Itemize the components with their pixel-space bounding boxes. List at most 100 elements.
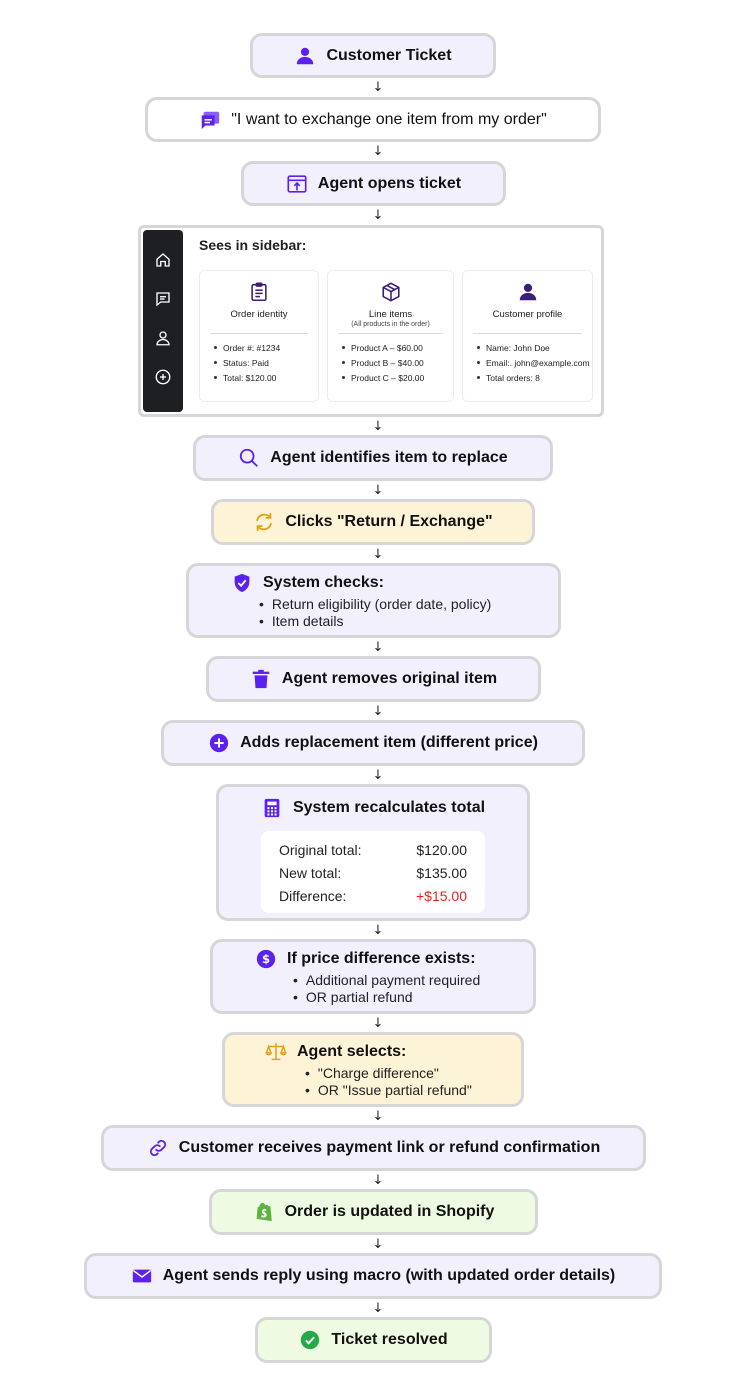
ticket-resolved-label: Ticket resolved: [331, 1331, 448, 1348]
customer-message-label: "I want to exchange one item from my ord…: [231, 110, 547, 128]
list-item: Item details: [259, 613, 491, 630]
arrow: ↓: [372, 923, 384, 938]
order-identity-card: Order identity Order #: #1234 Status: Pa…: [199, 270, 319, 402]
scales-icon: [265, 1041, 287, 1063]
user-icon[interactable]: [154, 329, 172, 347]
list-item: Name: John Doe: [477, 341, 586, 356]
arrow: ↓: [372, 144, 384, 159]
sidebar-panel: Sees in sidebar: Order identity Order #:…: [138, 225, 604, 417]
table-row: Original total: $120.00: [279, 839, 467, 862]
plus-circle-icon[interactable]: [154, 368, 172, 386]
arrow: ↓: [372, 547, 384, 562]
card-subtitle: (All products in the order): [351, 321, 430, 328]
agent-opens-label: Agent opens ticket: [317, 174, 462, 192]
divider: [338, 333, 443, 334]
customer-profile-card: Customer profile Name: John Doe Email:. …: [462, 270, 593, 402]
mail-icon: [131, 1265, 153, 1287]
recalculate-title: System recalculates total: [292, 799, 486, 816]
calculator-icon: [261, 797, 283, 819]
chat-bubble-icon: [199, 109, 221, 131]
list-item: Additional payment required: [293, 972, 480, 989]
price-difference-title: If price difference exists:: [287, 949, 476, 967]
list-item: Order #: #1234: [214, 341, 312, 356]
search-icon: [238, 447, 260, 469]
divider: [473, 333, 582, 334]
payment-link-node: Customer receives payment link or refund…: [101, 1125, 646, 1171]
check-circle-icon: [299, 1329, 321, 1351]
box-icon: [380, 281, 402, 303]
row-value: $135.00: [416, 865, 467, 881]
list-item: Product C – $20.00: [342, 371, 447, 386]
arrow: ↓: [372, 80, 384, 95]
list-item: Return eligibility (order date, policy): [259, 596, 491, 613]
customer-message-node: "I want to exchange one item from my ord…: [145, 97, 601, 142]
arrow: ↓: [372, 1301, 384, 1316]
card-title: Line items: [368, 309, 413, 320]
plus-circle-icon: [208, 732, 230, 754]
shopify-update-node: Order is updated in Shopify: [209, 1189, 538, 1235]
shopify-icon: [253, 1201, 275, 1223]
shield-check-icon: [231, 572, 253, 594]
list-item: Product B – $40.00: [342, 356, 447, 371]
row-value: $120.00: [416, 842, 467, 858]
list-item: OR partial refund: [293, 989, 480, 1006]
return-exchange-label: Clicks "Return / Exchange": [285, 513, 493, 530]
list-item: "Charge difference": [305, 1065, 472, 1082]
recalculate-total-node: System recalculates total Original total…: [216, 784, 530, 921]
macro-reply-label: Agent sends reply using macro (with upda…: [162, 1267, 616, 1284]
list-item: Total: $120.00: [214, 371, 312, 386]
arrow: ↓: [372, 1016, 384, 1031]
shopify-update-label: Order is updated in Shopify: [284, 1203, 495, 1220]
difference-value: +$15.00: [416, 888, 467, 904]
payment-link-label: Customer receives payment link or refund…: [178, 1139, 601, 1156]
system-checks-title: System checks:: [263, 573, 384, 591]
system-checks-node: System checks: Return eligibility (order…: [186, 563, 561, 638]
link-icon: [147, 1137, 169, 1159]
sidebar-title: Sees in sidebar:: [199, 237, 307, 253]
arrow: ↓: [372, 1237, 384, 1252]
svg-text:$: $: [262, 952, 270, 966]
line-items-card: Line items (All products in the order) P…: [327, 270, 454, 402]
list-item: Total orders: 8: [477, 371, 586, 386]
removes-item-node: Agent removes original item: [206, 656, 541, 702]
customer-ticket-label: Customer Ticket: [326, 46, 452, 64]
return-exchange-node: Clicks "Return / Exchange": [211, 499, 535, 545]
adds-replacement-label: Adds replacement item (different price): [240, 734, 538, 751]
dollar-icon: $: [255, 948, 277, 970]
agent-opens-node: Agent opens ticket: [241, 161, 506, 206]
user-icon: [294, 45, 316, 67]
totals-table: Original total: $120.00 New total: $135.…: [261, 831, 485, 913]
sidebar-rail: [143, 230, 183, 412]
removes-item-label: Agent removes original item: [281, 670, 498, 687]
ticket-resolved-node: Ticket resolved: [255, 1317, 492, 1363]
list-item: Status: Paid: [214, 356, 312, 371]
macro-reply-node: Agent sends reply using macro (with upda…: [84, 1253, 662, 1299]
chat-icon[interactable]: [154, 290, 172, 308]
arrow: ↓: [372, 419, 384, 434]
arrow: ↓: [372, 1109, 384, 1124]
price-difference-node: $ If price difference exists: Additional…: [210, 939, 536, 1014]
arrow: ↓: [372, 1173, 384, 1188]
user-icon: [517, 281, 539, 303]
agent-selects-title: Agent selects:: [297, 1042, 407, 1060]
identifies-item-node: Agent identifies item to replace: [193, 435, 553, 481]
customer-ticket-node: Customer Ticket: [250, 33, 496, 78]
card-title: Customer profile: [492, 309, 563, 320]
row-label: Difference:: [279, 888, 347, 904]
arrow: ↓: [372, 483, 384, 498]
home-icon[interactable]: [154, 251, 172, 269]
list-item: OR "Issue partial refund": [305, 1082, 472, 1099]
table-row: Difference: +$15.00: [279, 885, 467, 908]
list-item: Email:. john@example.com: [477, 356, 590, 371]
adds-replacement-node: Adds replacement item (different price): [161, 720, 585, 766]
refresh-icon: [253, 511, 275, 533]
table-row: New total: $135.00: [279, 862, 467, 885]
agent-selects-node: Agent selects: "Charge difference" OR "I…: [222, 1032, 524, 1107]
trash-icon: [250, 668, 272, 690]
row-label: Original total:: [279, 842, 362, 858]
arrow: ↓: [372, 704, 384, 719]
row-label: New total:: [279, 865, 342, 881]
card-title: Order identity: [230, 309, 288, 320]
identifies-item-label: Agent identifies item to replace: [270, 449, 508, 466]
divider: [210, 333, 308, 334]
